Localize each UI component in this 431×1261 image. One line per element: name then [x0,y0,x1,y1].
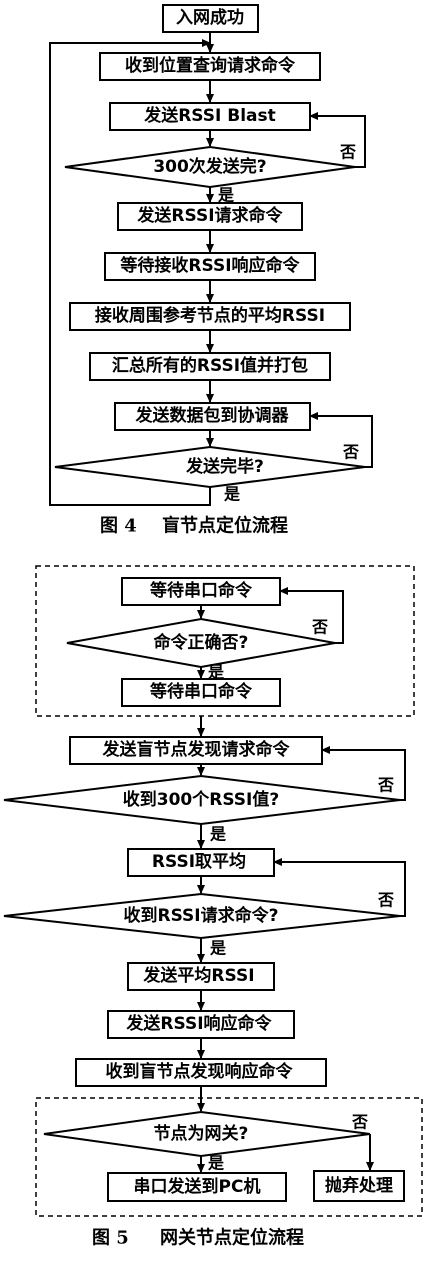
recv-discover-resp-box [75,1058,327,1087]
serial-pc-text: 串口发送到PC机 [134,1176,261,1197]
dec300-yes-label: 是 [217,186,234,205]
wait-serial1-box [121,577,281,606]
arrow-done-no-loop [309,412,373,468]
arrow-dec300-no-loop [309,112,366,168]
decision-300-rssi-text: 收到300个RSSI值? [123,789,280,810]
arrow-rssireq-no-loop [273,858,406,917]
figure-5-caption-num: 图 5 [92,1228,129,1249]
done-yes-label: 是 [223,485,240,504]
serial-command-group [35,565,415,717]
arrow-cmd-no-loop [279,587,344,644]
start-text: 入网成功 [176,7,244,28]
figure-4-caption-num: 图 4 [100,516,137,537]
300rssi-yes-label: 是 [209,825,226,844]
send-pkt-box [114,402,311,431]
figure-5-gateway-node-flowchart: 等待串口命令 命令正确否? 否 是 等待串口命令 发送盲节点发现请求命令 收到3… [3,565,423,1249]
300rssi-no-label: 否 [377,776,394,795]
serial-pc-box [107,1172,287,1202]
rssireq-yes-label: 是 [209,939,226,958]
pack-box [89,352,331,381]
gateway-no-label: 否 [351,1113,368,1132]
pack-text: 汇总所有的RSSI值并打包 [112,355,308,376]
send-discover-box [69,736,323,765]
arrow-300rssi-no-loop [321,746,406,801]
send-blast-box [109,102,311,131]
wait-serial2-box [121,678,281,707]
decision-300-sent-text: 300次发送完? [153,156,266,177]
figure-4-blind-node-flowchart: 入网成功 收到位置查询请求命令 发送RSSI Blast 300次发送完? 否 … [49,4,373,537]
send-req-box [117,202,303,231]
wait-resp-box [104,252,316,281]
gateway-yes-label: 是 [207,1154,224,1173]
gateway-check-group [35,1097,423,1217]
send-avg-text: 发送平均RSSI [142,965,254,986]
recv-query-text: 收到位置查询请求命令 [125,55,296,76]
figure-4-caption-title: 盲节点定位流程 [162,515,288,537]
send-req-text: 发送RSSI请求命令 [136,205,283,226]
send-blast-text: 发送RSSI Blast [143,105,276,126]
done-no-label: 否 [342,443,359,462]
recv-query-box [99,52,321,81]
decision-send-done-text: 发送完毕? [185,456,264,477]
cmd-no-label: 否 [311,618,328,637]
avg-box [127,848,275,877]
discard-text: 抛弃处理 [325,1175,393,1196]
wait-resp-text: 等待接收RSSI响应命令 [120,255,300,276]
wait-serial1-text: 等待串口命令 [150,580,253,601]
recv-avg-text: 接收周围参考节点的平均RSSI [95,305,325,326]
avg-text: RSSI取平均 [152,851,246,872]
recv-avg-box [69,302,351,331]
decision-rssi-req-text: 收到RSSI请求命令? [123,905,278,926]
send-pkt-text: 发送数据包到协调器 [135,405,290,426]
figure-5-caption-title: 网关节点定位流程 [160,1227,304,1249]
recv-discover-resp-text: 收到盲节点发现响应命令 [106,1061,294,1082]
arrow-done-yes-loop [49,39,211,506]
discard-box [313,1170,405,1202]
dec300-no-label: 否 [339,143,356,162]
rssireq-no-label: 否 [377,891,394,910]
decision-cmd-correct-text: 命令正确否? [153,632,249,653]
cmd-yes-label: 是 [207,663,224,682]
wait-serial2-text: 等待串口命令 [150,681,253,702]
decision-is-gateway-text: 节点为网关? [154,1123,249,1144]
send-discover-text: 发送盲节点发现请求命令 [102,739,291,760]
send-resp-text: 发送RSSI响应命令 [125,1013,272,1034]
